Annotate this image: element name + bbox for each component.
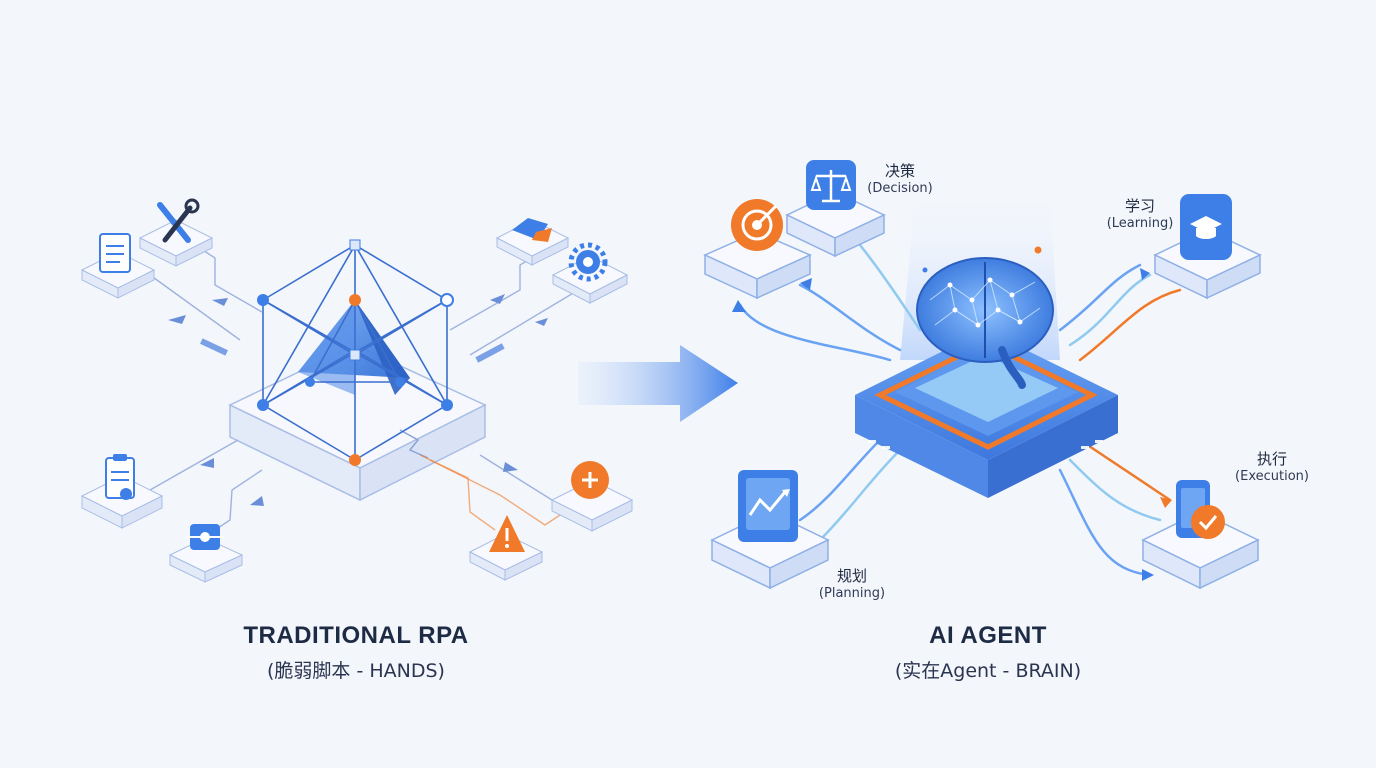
graduation-cap-icon [1180, 194, 1232, 260]
label-learning-zh: 学习 [1124, 197, 1155, 215]
transition-arrow [578, 345, 738, 422]
rpa-small-arrows [168, 294, 548, 506]
rpa-tile-warning [468, 515, 544, 581]
scales-icon [806, 160, 856, 210]
label-planning-zh: 规划 [836, 567, 867, 585]
label-decision-en: (Decision) [867, 181, 933, 196]
rpa-tile-tools [138, 198, 214, 267]
label-planning: 规划 (Planning) [802, 565, 902, 601]
rpa-tile-robot [168, 524, 244, 583]
error-icon [571, 461, 609, 499]
agent-tile-learning [1153, 194, 1262, 300]
document-icon [99, 233, 131, 273]
agent-caption: AI AGENT (实在Agent - BRAIN) [828, 622, 1148, 683]
label-execution: 执行 (Execution) [1222, 448, 1322, 484]
rpa-wire-nodes [257, 239, 454, 466]
gear-icon [568, 242, 608, 282]
agent-tile-target [703, 199, 812, 300]
robot-arm-icon [186, 524, 224, 550]
rpa-central-platform [228, 344, 487, 502]
label-decision-zh: 决策 [884, 162, 915, 180]
rpa-caption: TRADITIONAL RPA (脆弱脚本 - HANDS) [196, 622, 516, 683]
label-learning-en: (Learning) [1106, 216, 1174, 231]
agent-flow-arrowheads [732, 268, 1172, 581]
rpa-wireframe [261, 244, 449, 461]
agent-group [703, 160, 1262, 590]
brain-icon [916, 246, 1054, 389]
rpa-subtitle: (脆弱脚本 - HANDS) [267, 660, 445, 682]
rpa-tile-error [550, 461, 634, 532]
label-execution-en: (Execution) [1235, 469, 1309, 484]
rpa-group [80, 198, 634, 583]
agent-flows [738, 243, 1182, 577]
agent-tile-scales [785, 160, 886, 258]
label-planning-en: (Planning) [818, 586, 886, 601]
target-icon [731, 199, 783, 251]
rpa-title: TRADITIONAL RPA [243, 622, 469, 649]
rpa-tile-document [80, 233, 156, 299]
chart-monitor-icon [738, 470, 798, 542]
agent-subtitle: (实在Agent - BRAIN) [894, 660, 1082, 682]
tools-icon [157, 198, 200, 243]
label-execution-zh: 执行 [1256, 450, 1287, 468]
rpa-tile-gear [551, 242, 629, 304]
warning-icon [489, 515, 525, 552]
clipboard-icon [105, 454, 135, 500]
agent-chip [855, 330, 1118, 498]
agent-tile-planning [710, 470, 830, 590]
agent-title: AI AGENT [929, 622, 1047, 649]
truck-icon [512, 218, 552, 242]
agent-tile-execution [1141, 480, 1260, 590]
phone-check-icon [1176, 480, 1225, 539]
rpa-tile-truck [495, 218, 570, 266]
label-decision: 决策 (Decision) [850, 160, 950, 196]
label-learning: 学习 (Learning) [1090, 195, 1190, 231]
rpa-tile-clipboard [80, 454, 164, 529]
